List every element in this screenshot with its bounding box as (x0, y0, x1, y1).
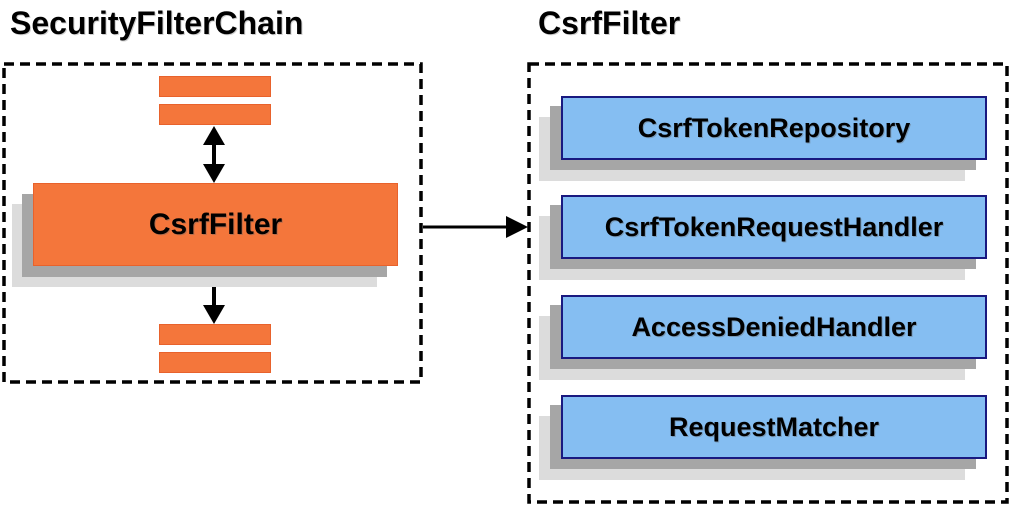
filter-placeholder-bar (159, 104, 271, 125)
bidirectional-arrow-top-icon (203, 126, 225, 183)
component-box-csrf-token-request-handler: CsrfTokenRequestHandler (561, 195, 987, 259)
csrf-filter-box: CsrfFilter (33, 183, 398, 266)
filter-placeholder-bar (159, 76, 271, 97)
security-filter-chain-title: SecurityFilterChain (10, 5, 304, 41)
bidirectional-arrow-bottom-icon (203, 266, 225, 324)
component-label: CsrfTokenRepository (637, 112, 911, 143)
component-box-access-denied-handler: AccessDeniedHandler (561, 295, 987, 359)
csrf-filter-title: CsrfFilter (538, 5, 681, 41)
component-box-request-matcher: RequestMatcher (561, 395, 987, 459)
flow-arrow-icon (423, 216, 528, 238)
component-box-csrf-token-repository: CsrfTokenRepository (561, 96, 987, 160)
component-label: CsrfTokenRequestHandler (604, 211, 944, 242)
filter-placeholder-bar (159, 324, 271, 345)
filter-placeholder-bar (159, 352, 271, 373)
csrf-filter-box-label: CsrfFilter (148, 207, 283, 241)
component-label: AccessDeniedHandler (631, 311, 917, 342)
component-label: RequestMatcher (668, 411, 880, 442)
